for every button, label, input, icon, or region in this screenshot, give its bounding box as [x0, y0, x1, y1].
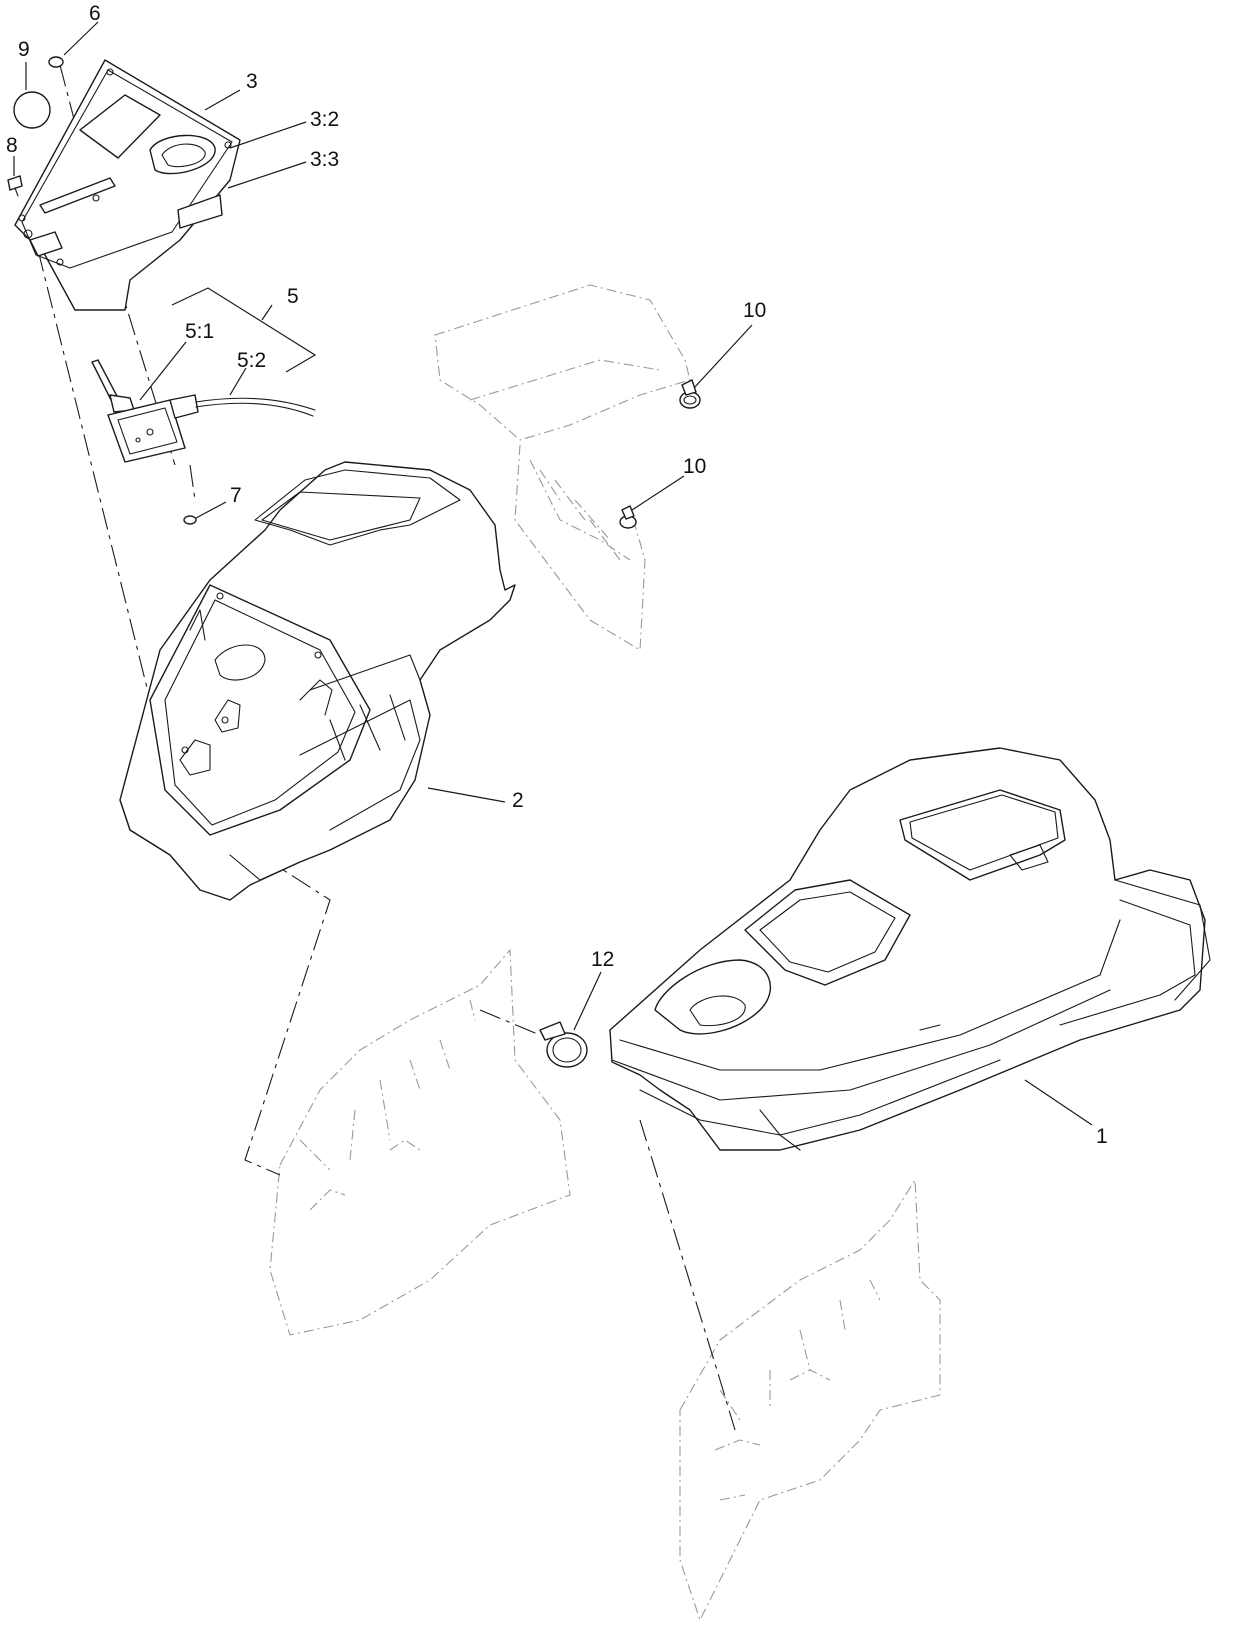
knob: [13, 91, 51, 129]
nut: [183, 515, 197, 525]
callout-3: 3: [246, 70, 258, 93]
group-bracket-5: [171, 287, 317, 373]
switch-assembly: [91, 359, 316, 463]
callout-labels: 3 3:2 3:3 6 9 8 5 5:1 5:2 7 10 10 2 12 1: [6, 2, 1108, 1148]
callout-1: 1: [1096, 1125, 1108, 1148]
callout-6: 6: [89, 2, 101, 25]
ghost-panel-left: [269, 949, 571, 1336]
callout-5-1: 5:1: [185, 320, 214, 343]
callout-10-upper: 10: [743, 299, 766, 322]
clamp-lower: [619, 505, 637, 529]
hose-clamp: [539, 1021, 588, 1068]
callout-12: 12: [591, 948, 614, 971]
console-housing: [119, 461, 516, 901]
callout-3-3: 3:3: [310, 148, 339, 171]
callout-2: 2: [512, 789, 524, 812]
callout-5: 5: [287, 285, 299, 308]
callout-10-lower: 10: [683, 455, 706, 478]
ghost-panel-lower-right: [679, 1179, 941, 1621]
control-panel-cover: [14, 59, 241, 311]
callout-5-2: 5:2: [237, 349, 266, 372]
callout-8: 8: [6, 134, 18, 157]
screw: [7, 175, 23, 197]
callout-9: 9: [18, 38, 30, 61]
leader-lines: [13, 21, 1093, 1126]
callout-3-2: 3:2: [310, 108, 339, 131]
clamp-upper: [679, 379, 701, 409]
plug: [48, 56, 64, 68]
base-console: [609, 747, 1211, 1151]
ghost-bracket-upper-right: [434, 284, 691, 651]
callout-7: 7: [230, 484, 242, 507]
